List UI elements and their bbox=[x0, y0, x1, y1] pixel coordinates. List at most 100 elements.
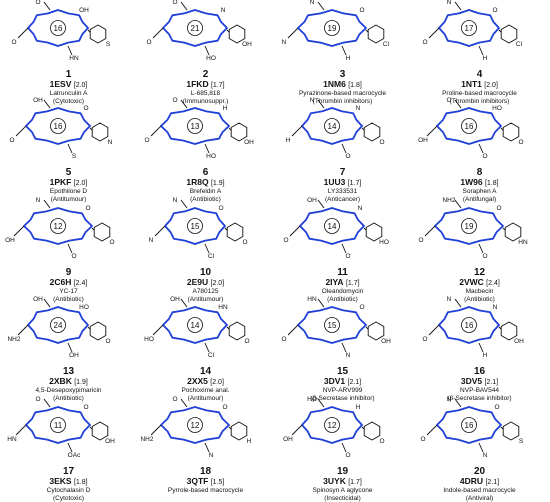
bond bbox=[341, 342, 347, 353]
compound-number: 16 bbox=[473, 366, 486, 377]
atom-label: N bbox=[483, 452, 488, 459]
ring-size-label: 21 bbox=[191, 24, 200, 33]
bond bbox=[291, 125, 303, 137]
compound-name: Macbecin bbox=[465, 288, 494, 295]
pdb-code: 1PKF bbox=[49, 176, 72, 187]
compound-name: LY333531 bbox=[327, 188, 358, 195]
substituent-ring bbox=[502, 421, 520, 441]
atom-label: O bbox=[244, 338, 249, 345]
atom-label: HO bbox=[379, 239, 389, 246]
bond bbox=[454, 99, 462, 109]
atom-label: H bbox=[483, 352, 488, 359]
atom-label: OH bbox=[307, 197, 317, 204]
resolution: [1.9] bbox=[74, 378, 88, 386]
bond bbox=[365, 29, 369, 33]
compound-number: 5 bbox=[65, 167, 72, 178]
compound-number: 2 bbox=[202, 69, 209, 80]
bond bbox=[226, 29, 230, 33]
compound-number: 13 bbox=[62, 366, 75, 377]
resolution: [1.7] bbox=[348, 478, 362, 486]
compound-name: 4,5-Desepoxypimaricin bbox=[35, 387, 102, 394]
substituent-ring bbox=[228, 321, 246, 341]
atom-label: HN bbox=[218, 304, 228, 311]
bond bbox=[478, 45, 484, 56]
atom-label: N bbox=[221, 7, 226, 14]
atom-label: HO bbox=[307, 396, 317, 403]
ring-size-marker bbox=[324, 417, 340, 433]
atom-label: O bbox=[146, 39, 151, 46]
atom-label: O bbox=[172, 97, 177, 104]
substituent-ring bbox=[500, 321, 518, 341]
pdb-code: 3EKS bbox=[49, 475, 72, 486]
pdb-code: 3UYK bbox=[323, 475, 346, 486]
substituent-ring bbox=[91, 421, 109, 441]
bond bbox=[454, 398, 462, 408]
pdb-code: 2IYA bbox=[325, 276, 344, 287]
atom-label: N bbox=[209, 452, 214, 459]
compound-number: 9 bbox=[65, 267, 72, 278]
pdb-code: 1ESV bbox=[49, 78, 72, 89]
compound-activity: (Thrombin inhibitors) bbox=[312, 97, 373, 105]
bond bbox=[43, 1, 51, 11]
compound-number: 12 bbox=[473, 267, 486, 278]
atom-label: OH bbox=[33, 97, 43, 104]
bond bbox=[204, 342, 210, 353]
atom-label: O bbox=[85, 205, 90, 212]
atom-label: HO bbox=[206, 55, 216, 62]
bond bbox=[204, 243, 210, 254]
ring-size-label: 16 bbox=[465, 122, 474, 131]
pdb-code: 1NM6 bbox=[323, 78, 346, 89]
atom-label: O bbox=[496, 205, 501, 212]
bond bbox=[454, 1, 462, 11]
ring-size-label: 12 bbox=[191, 421, 200, 430]
atom-label: O bbox=[420, 436, 425, 443]
atom-label: O bbox=[422, 336, 427, 343]
atom-label: O bbox=[482, 253, 487, 260]
ring-size-label: 15 bbox=[191, 222, 200, 231]
bond bbox=[426, 125, 438, 137]
bond bbox=[498, 326, 502, 330]
atom-label: N bbox=[149, 237, 154, 244]
substituent-ring bbox=[365, 222, 383, 242]
compound-number: 3 bbox=[339, 69, 346, 80]
bond bbox=[204, 45, 210, 56]
atom-label: O bbox=[446, 97, 451, 104]
compound-name: NVP-BAV544 bbox=[460, 387, 499, 394]
compound-name: Indole-based macrocycle bbox=[443, 487, 516, 494]
ring-size-marker bbox=[324, 218, 340, 234]
atom-label: O bbox=[492, 7, 497, 14]
bond bbox=[43, 199, 51, 209]
compound-activity: (Cytotoxic) bbox=[52, 97, 85, 105]
bond bbox=[426, 424, 438, 436]
ring-size-marker bbox=[324, 118, 340, 134]
compound-number: 10 bbox=[199, 267, 212, 278]
bond bbox=[15, 424, 27, 436]
bond bbox=[67, 45, 73, 56]
compound-activity: (β-Secretase inhibitor) bbox=[447, 394, 512, 402]
ring-size-label: 16 bbox=[465, 321, 474, 330]
